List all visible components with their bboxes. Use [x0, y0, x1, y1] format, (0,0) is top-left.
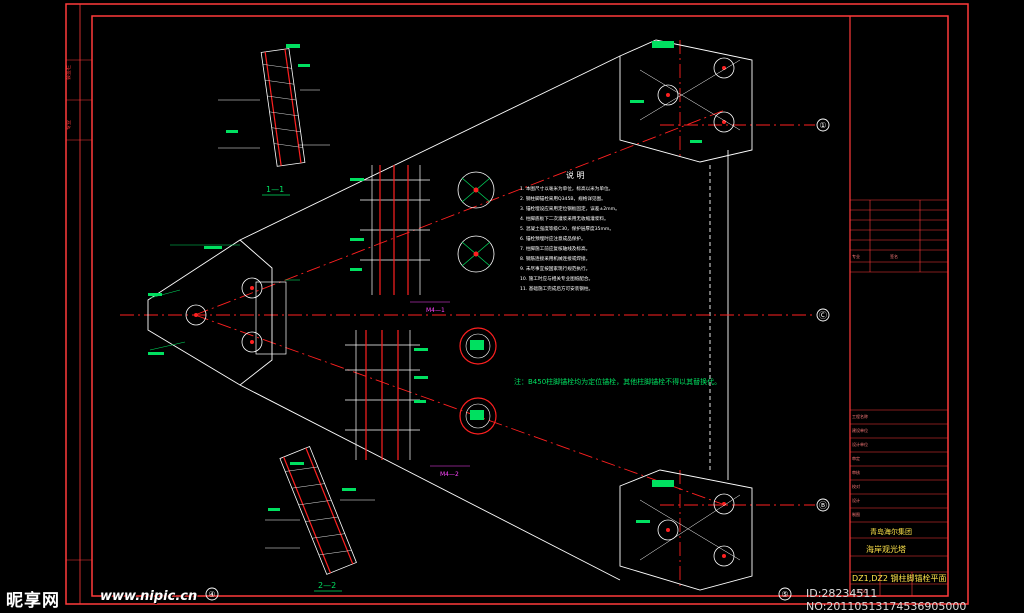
anchor-label-m4-2: M4—2: [440, 471, 459, 478]
note-line-3: 3. 锚栓埋设应采用定位钢板固定，误差±2mm。: [520, 205, 620, 212]
svg-text:专业: 专业: [852, 253, 860, 259]
note-line-1: 1. 本图尺寸以毫米为单位，标高以米为单位。: [520, 185, 613, 192]
svg-text:审定: 审定: [852, 455, 860, 461]
axis-label-c: Ⓒ: [819, 311, 827, 320]
note-line-11: 11. 基础施工完成后方可安装钢柱。: [520, 285, 593, 292]
note-line-4: 4. 柱脚底板下二次灌浆采用无收缩灌浆料。: [520, 215, 609, 222]
svg-text:制图: 制图: [852, 511, 860, 517]
notes-title: 说 明: [566, 170, 585, 180]
axis-bubbles: [205, 118, 830, 601]
svg-text:设计单位: 设计单位: [852, 441, 868, 447]
note-line-6: 6. 锚栓预埋时应注意成品保护。: [520, 235, 586, 242]
anchor-detail-m4-2: M4—2: [345, 330, 470, 478]
tower-outline: [239, 55, 729, 581]
base-plate-bottom-right: [619, 469, 753, 591]
axis-label-b: Ⓑ: [819, 501, 827, 510]
note-line-8: 8. 钢筋连接采用机械连接或焊接。: [520, 255, 590, 262]
title-block-drawing-title: DZ1,DZ2 钢柱脚锚栓平面: [852, 573, 947, 583]
base-plate-top-right: [619, 39, 753, 163]
axis-label-1: ①: [819, 121, 826, 130]
watermark-url: www.nipic.cn: [100, 589, 198, 604]
axis-label-5: ⑤: [781, 590, 788, 599]
base-plate-left: [147, 239, 300, 386]
section-label-2-2: 2—2: [318, 581, 336, 590]
general-notes: 说 明 1. 本图尺寸以毫米为单位，标高以米为单位。 2. 钢柱脚锚栓采用Q34…: [514, 170, 721, 386]
section-2-2: 2—2: [265, 446, 375, 592]
svg-text:审核: 审核: [852, 469, 860, 475]
svg-text:签名: 签名: [890, 253, 898, 259]
title-block-scale: 1:50: [856, 589, 867, 595]
svg-text:工程名称: 工程名称: [852, 413, 868, 419]
anchor-label-m4-1: M4—1: [426, 307, 445, 314]
axis-label-4: ④: [208, 590, 215, 599]
anchor-note: 注：B450柱脚锚栓均为定位锚栓，其他柱脚锚栓不得以其替换代。: [514, 377, 721, 386]
title-block-company: 青岛海尔集团: [870, 527, 912, 536]
section-1-1: 1—1: [218, 44, 330, 196]
watermark-logo: 昵享网: [6, 591, 60, 611]
drawing-frame: 会签栏 专业: [65, 3, 969, 605]
svg-text:设计: 设计: [852, 497, 860, 503]
note-line-9: 9. 未尽事宜按国家现行规范执行。: [520, 265, 590, 272]
bolt-sections: [457, 171, 497, 435]
note-line-5: 5. 混凝土强度等级C30，保护层厚度35mm。: [520, 225, 614, 232]
svg-text:会签栏: 会签栏: [65, 65, 72, 80]
note-line-2: 2. 钢柱脚锚栓采用Q345B，规格详见图。: [520, 195, 606, 202]
watermark-image-id: ID:28234511 NO:20110513174536905000: [806, 587, 967, 613]
title-block-project: 海岸观光塔: [866, 544, 906, 554]
center-lines: [120, 40, 815, 590]
svg-text:建设单位: 建设单位: [852, 427, 868, 433]
svg-text:专业: 专业: [65, 120, 72, 130]
note-line-10: 10. 施工时应与相关专业图纸配合。: [520, 275, 593, 282]
section-label-1-1: 1—1: [266, 185, 284, 194]
svg-text:校对: 校对: [852, 483, 860, 489]
anchor-detail-m4-1: M4—1: [350, 165, 450, 314]
note-line-7: 7. 柱脚施工前应复核轴线及标高。: [520, 245, 590, 252]
